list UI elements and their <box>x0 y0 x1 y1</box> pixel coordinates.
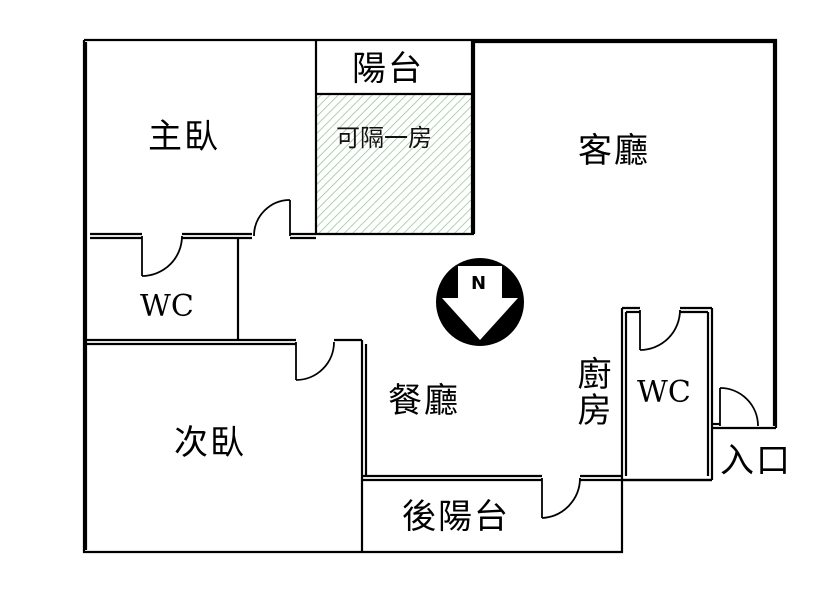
room-label-entrance: 入口 <box>720 441 792 481</box>
room-label-partition: 可隔一房 <box>336 124 432 152</box>
walls <box>82 38 778 554</box>
door-back-balcony <box>541 477 581 519</box>
partition-room-area <box>315 93 473 235</box>
room-label-dining-room: 餐廳 <box>388 381 460 421</box>
room-label-second-bedroom: 次臥 <box>174 423 246 463</box>
doors <box>141 199 759 519</box>
room-label-wc-right: WC <box>637 375 691 410</box>
room-label-living-room: 客廳 <box>578 131 650 171</box>
north-arrow-icon <box>436 258 524 346</box>
door-entrance <box>719 387 759 427</box>
door-master-bedroom <box>253 199 291 237</box>
compass-letter: N <box>471 273 487 294</box>
door-second-bedroom <box>295 341 335 381</box>
room-label-back-balcony: 後陽台 <box>402 497 510 537</box>
door-wc-left <box>141 235 183 277</box>
room-label-balcony: 陽台 <box>352 49 424 89</box>
room-label-master-bedroom: 主臥 <box>148 117 220 157</box>
room-label-wc-left: WC <box>140 289 194 324</box>
door-wc-right <box>639 309 681 351</box>
room-label-kitchen: 廚房 <box>571 356 611 428</box>
